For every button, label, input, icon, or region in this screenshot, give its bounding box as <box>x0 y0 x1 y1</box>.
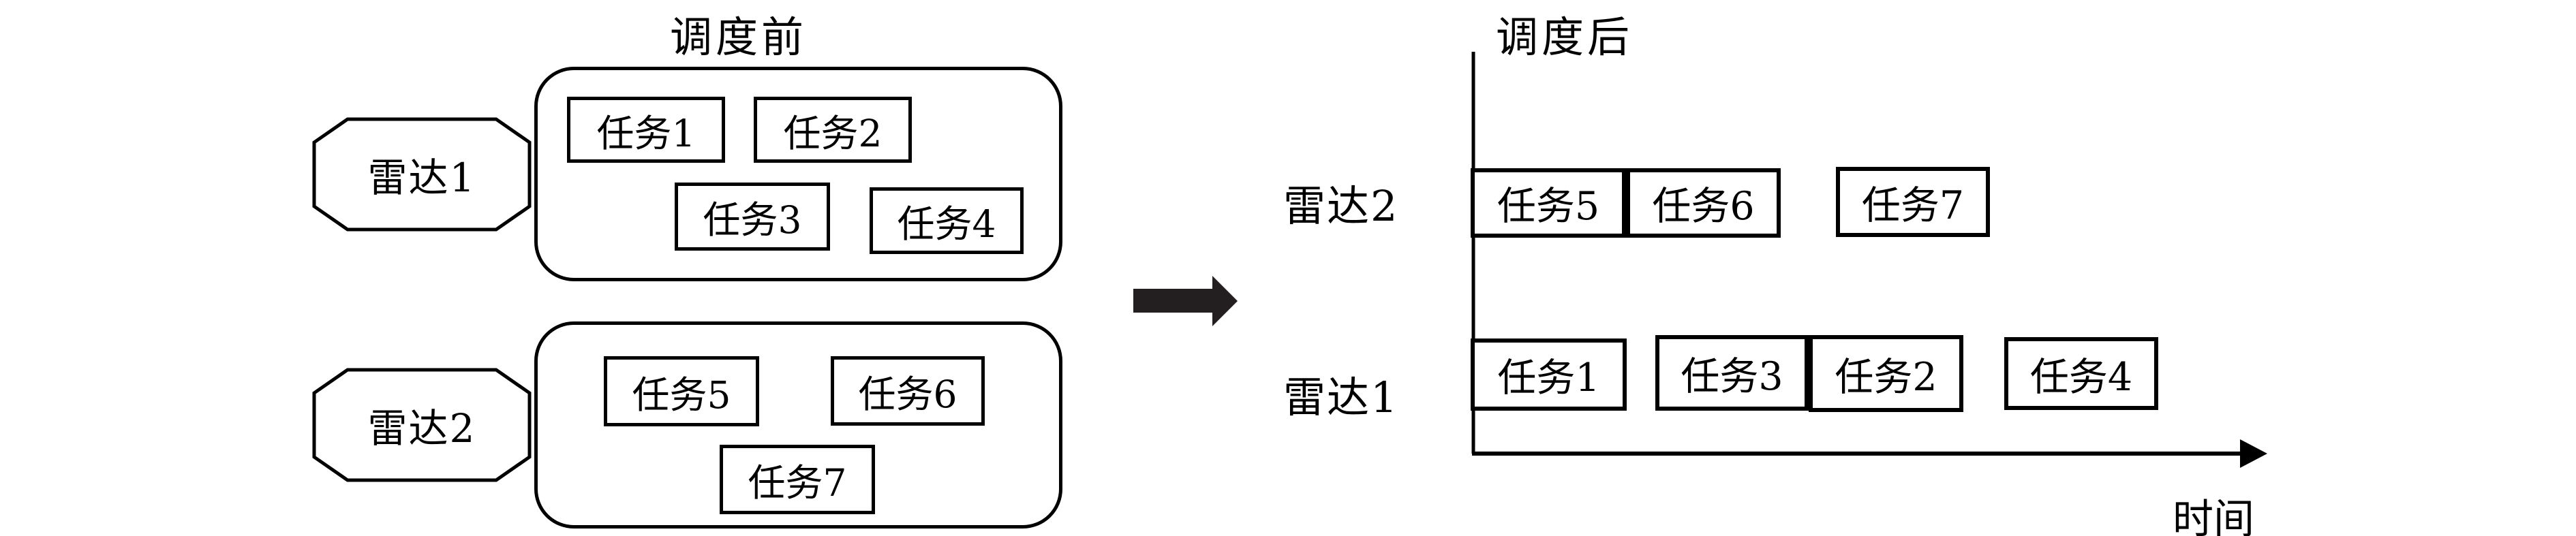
gantt-task-1: 任务1 <box>1471 338 1627 411</box>
task-box-6: 任务6 <box>831 356 985 426</box>
task-label: 任务1 <box>1497 356 1600 400</box>
after-title: 调度后 <box>1496 12 1634 62</box>
gantt-row-label-radar2: 雷达2 <box>1283 181 1399 231</box>
task-label: 任务7 <box>1861 183 1965 228</box>
task-label: 任务4 <box>897 202 996 246</box>
task-label: 任务6 <box>1652 184 1755 229</box>
gantt-task-6: 任务6 <box>1626 168 1781 238</box>
time-axis-label: 时间 <box>2173 496 2254 536</box>
x-axis-arrowhead-icon <box>2240 439 2267 468</box>
task-label: 任务3 <box>1681 353 1783 399</box>
task-label: 任务3 <box>703 198 802 242</box>
gantt-row-label-radar1: 雷达1 <box>1283 373 1399 422</box>
radar2-octagon-shape <box>312 368 532 482</box>
before-title: 调度前 <box>670 12 808 62</box>
task-box-5: 任务5 <box>604 356 759 426</box>
task-box-7: 任务7 <box>720 445 875 514</box>
time-axis <box>1452 41 2303 493</box>
gantt-task-5: 任务5 <box>1471 168 1626 238</box>
task-label: 任务5 <box>1497 184 1600 229</box>
task-label: 任务1 <box>596 111 696 155</box>
task-label: 任务7 <box>748 461 847 505</box>
task-label: 任务6 <box>858 373 957 416</box>
task-label: 任务5 <box>632 373 731 417</box>
gantt-task-3: 任务3 <box>1655 335 1809 411</box>
gantt-task-4: 任务4 <box>2004 337 2158 410</box>
task-label: 任务2 <box>783 111 883 155</box>
gantt-task-7: 任务7 <box>1836 167 1990 237</box>
radar2-label: 雷达2 <box>367 405 476 452</box>
right-arrow-icon <box>1133 276 1238 326</box>
radar1-label: 雷达1 <box>367 155 476 201</box>
task-box-2: 任务2 <box>754 97 912 163</box>
radar1-octagon-shape <box>312 117 532 232</box>
task-label: 任务4 <box>2029 354 2133 400</box>
radar1-octagon <box>312 117 532 232</box>
radar2-octagon <box>312 368 532 482</box>
task-box-1: 任务1 <box>567 97 725 163</box>
gantt-task-2: 任务2 <box>1809 335 1963 412</box>
task-label: 任务2 <box>1835 354 1937 400</box>
task-box-3: 任务3 <box>675 183 830 251</box>
task-box-4: 任务4 <box>870 187 1024 254</box>
transition-arrow <box>1128 271 1244 335</box>
